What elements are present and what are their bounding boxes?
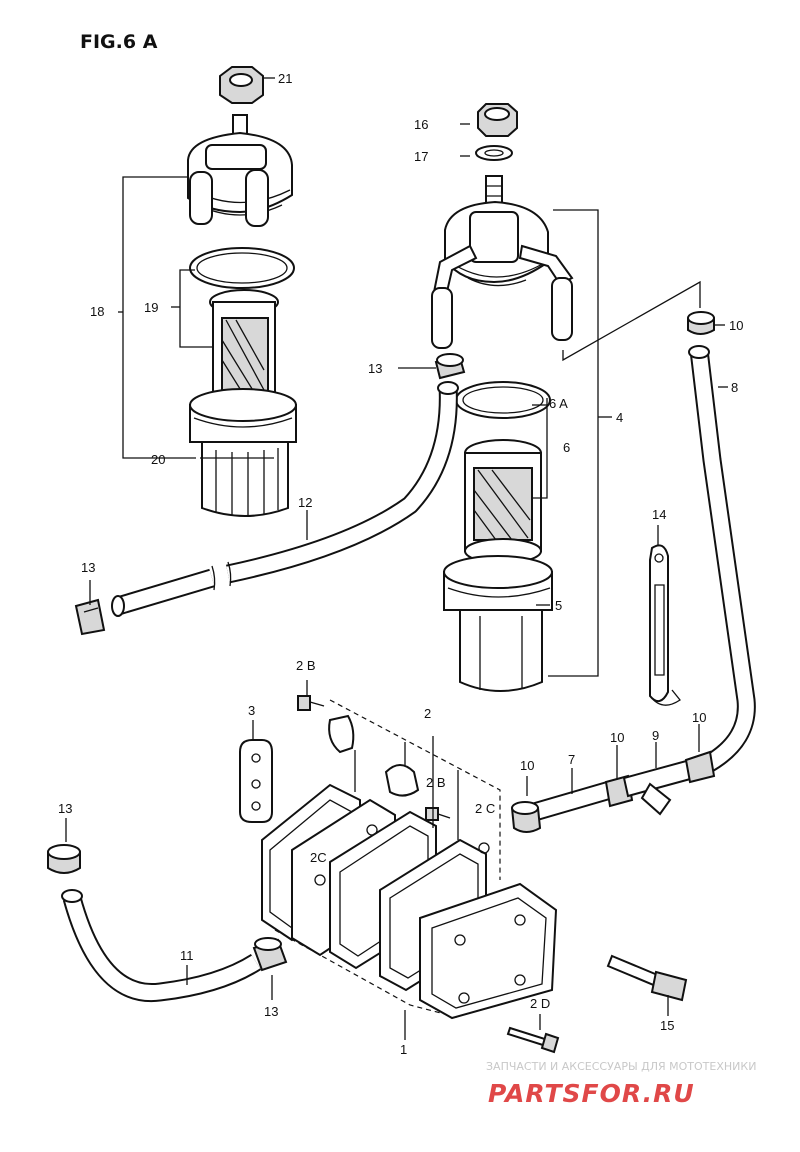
watermark-brand: PARTSFOR.RU <box>488 1079 695 1108</box>
callout-8: 8 <box>731 380 738 395</box>
callout-1: 1 <box>400 1042 407 1057</box>
callout-2: 2 <box>424 706 431 721</box>
callout-6a: 6 A <box>549 396 568 411</box>
callout-2c-left: 2C <box>310 850 327 865</box>
fuel-pump-assembly <box>239 695 560 1054</box>
screw-2d <box>506 1026 560 1054</box>
fuel-filter-assembly-left <box>118 66 297 517</box>
check-valve-plate-mid <box>384 764 420 797</box>
screw-2b-mid <box>425 807 451 821</box>
callout-12: 12 <box>298 495 312 510</box>
clip-10-c <box>510 801 542 833</box>
callout-2b-mid: 2 B <box>426 775 446 790</box>
callout-18: 18 <box>90 304 104 319</box>
callout-3: 3 <box>248 703 255 718</box>
callout-labels: 21 18 19 20 12 13 13 16 17 10 8 6 A 4 6 … <box>58 71 743 1057</box>
callout-14: 14 <box>652 507 666 522</box>
callout-10-top: 10 <box>729 318 743 333</box>
strap-14 <box>649 544 681 706</box>
fuel-filter-assembly-right <box>431 103 612 692</box>
pump-body-plates <box>261 783 558 1020</box>
callout-15: 15 <box>660 1018 674 1033</box>
fuel-hose-12 <box>111 381 459 617</box>
watermark-tagline: ЗАПЧАСТИ И АКСЕССУАРЫ ДЛЯ МОТОТЕХНИКИ <box>486 1060 756 1073</box>
screw-2b-top <box>297 695 325 711</box>
callout-21: 21 <box>278 71 292 86</box>
leader-lines <box>65 123 728 1040</box>
callout-5: 5 <box>555 598 562 613</box>
callout-20: 20 <box>151 452 165 467</box>
nut-21 <box>219 66 264 104</box>
callout-11: 11 <box>180 948 194 963</box>
callout-6: 6 <box>563 440 570 455</box>
gasket-3 <box>239 739 273 823</box>
callout-19: 19 <box>144 300 158 315</box>
filter-head-right <box>431 175 574 349</box>
nut-16 <box>477 103 518 137</box>
callout-2c-right: 2 C <box>475 801 495 816</box>
callout-2b-top: 2 B <box>296 658 316 673</box>
callout-10-c: 10 <box>520 758 534 773</box>
clip-10-top <box>687 311 715 335</box>
watermark: ЗАПЧАСТИ И АКСЕССУАРЫ ДЛЯ МОТОТЕХНИКИ PA… <box>486 1060 756 1108</box>
filter-element-6 <box>464 439 542 564</box>
clip-13-upper <box>434 353 466 380</box>
callout-10-a: 10 <box>692 710 706 725</box>
figure-title: FIG.6 A <box>80 31 158 53</box>
clip-13-left <box>74 598 106 636</box>
clip-13-bottom-left <box>47 844 81 874</box>
check-valve-plate-upper <box>328 714 355 754</box>
filter-head-left <box>187 114 293 227</box>
callout-2d: 2 D <box>530 996 550 1011</box>
filter-cup-20 <box>189 388 297 517</box>
o-ring-left <box>189 247 295 289</box>
filter-cup-5 <box>443 555 553 692</box>
callout-9: 9 <box>652 728 659 743</box>
callout-10-b: 10 <box>610 730 624 745</box>
clip-13-bottom <box>252 937 288 972</box>
callout-4: 4 <box>616 410 623 425</box>
callout-13-left: 13 <box>81 560 95 575</box>
callout-13-top: 13 <box>368 361 382 376</box>
callout-16: 16 <box>414 117 428 132</box>
joint-9 <box>622 758 696 816</box>
fuel-hose-11 <box>61 889 262 1003</box>
callout-13-bottom: 13 <box>264 1004 278 1019</box>
clip-10-a <box>684 750 716 784</box>
washer-17 <box>475 145 513 161</box>
fuel-hose-8 <box>688 345 756 773</box>
callout-13-bottom-left: 13 <box>58 801 72 816</box>
callout-17: 17 <box>414 149 428 164</box>
bolt-15 <box>606 954 688 1002</box>
callout-7: 7 <box>568 752 575 767</box>
